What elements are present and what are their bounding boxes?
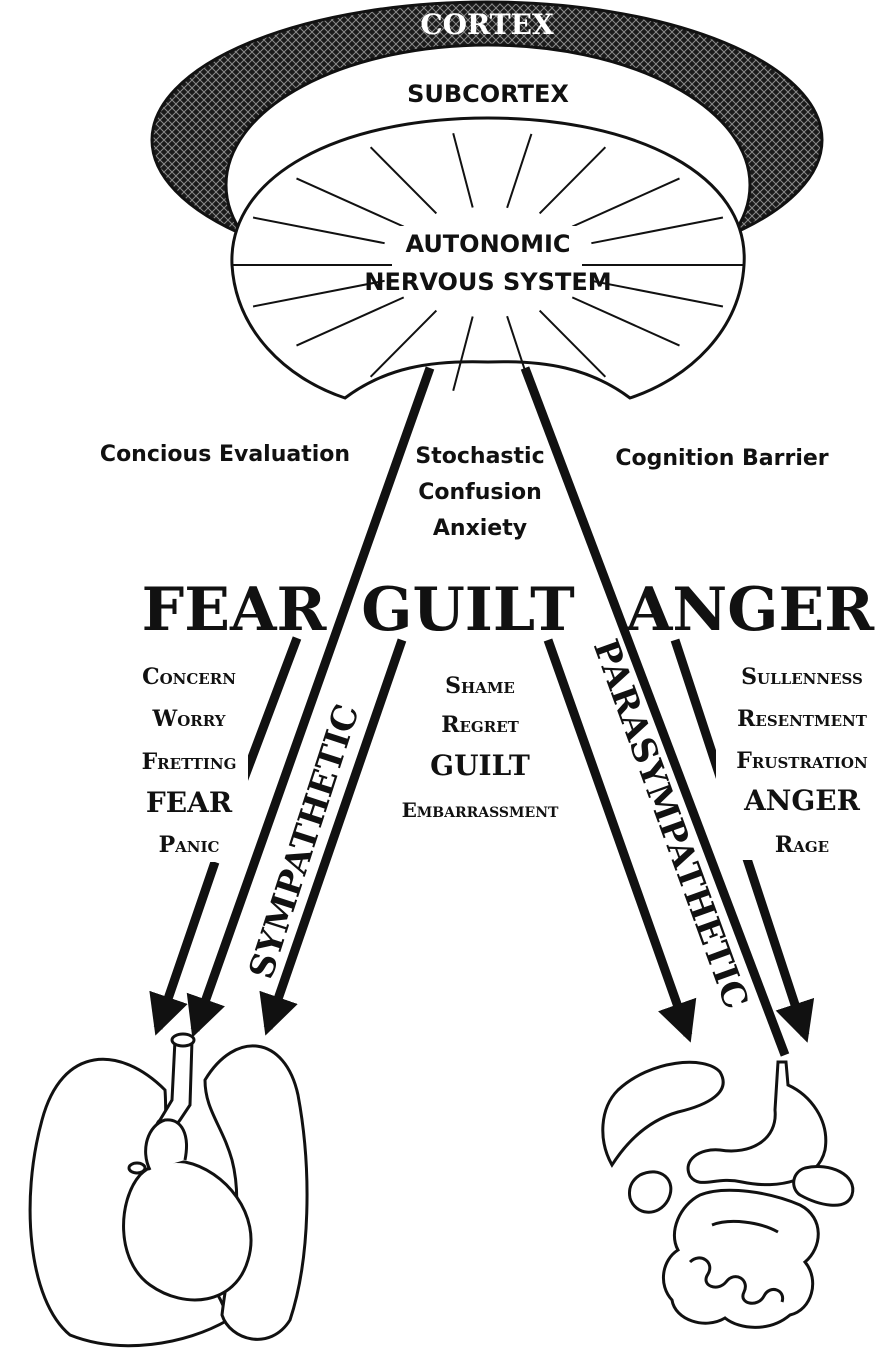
- fear-scale-item: Panic: [159, 832, 220, 858]
- trachea: [157, 1040, 192, 1129]
- fear-scale-item: Fretting: [142, 749, 237, 775]
- trachea-top: [172, 1034, 194, 1046]
- lungs-heart-illustration: [30, 1034, 307, 1346]
- anger-title: ANGER: [625, 575, 875, 645]
- brain-diagram: CORTEX SUBCORTEX AUTONOMIC NERVOUS SYSTE…: [152, 2, 822, 398]
- conscious-evaluation-label: Concious Evaluation: [100, 442, 350, 467]
- cognition-barrier-label: Cognition Barrier: [615, 446, 828, 471]
- anger-scale-item: Resentment: [737, 706, 868, 732]
- guilt-scale: Shame Regret GUILT Embarrassment: [402, 673, 559, 822]
- fear-scale-item: FEAR: [146, 786, 233, 819]
- guilt-scale-item: Regret: [441, 712, 519, 738]
- intestines: [663, 1190, 818, 1327]
- anger-scale-item: ANGER: [743, 784, 861, 817]
- guilt-title: GUILT: [361, 575, 575, 645]
- vessel-stub: [129, 1163, 145, 1173]
- anger-scale-item: Rage: [775, 832, 829, 858]
- confusion-label: Confusion: [418, 480, 542, 505]
- ans-label-line1: AUTONOMIC: [405, 230, 570, 258]
- digestive-organs-illustration: [603, 1062, 853, 1327]
- guilt-scale-item: GUILT: [430, 749, 530, 782]
- fear-scale: Concern Worry Fretting FEAR Panic: [128, 662, 248, 862]
- anger-scale: Sullenness Resentment Frustration ANGER …: [716, 660, 881, 860]
- gallbladder: [629, 1172, 670, 1212]
- anxiety-label: Anxiety: [433, 516, 527, 541]
- pancreas: [794, 1167, 853, 1206]
- anger-scale-item: Sullenness: [741, 664, 863, 690]
- subcortex-label: SUBCORTEX: [407, 80, 569, 108]
- fear-title: FEAR: [142, 575, 328, 645]
- cortex-label: CORTEX: [420, 8, 554, 41]
- fear-scale-item: Concern: [142, 664, 236, 690]
- guilt-scale-item: Shame: [445, 673, 515, 699]
- stochastic-label: Stochastic: [415, 444, 544, 469]
- ans-label-line2: NERVOUS SYSTEM: [364, 268, 611, 296]
- heart: [124, 1162, 251, 1300]
- fear-scale-item: Worry: [152, 706, 226, 732]
- anger-scale-item: Frustration: [736, 748, 868, 774]
- guilt-scale-item: Embarrassment: [402, 798, 559, 822]
